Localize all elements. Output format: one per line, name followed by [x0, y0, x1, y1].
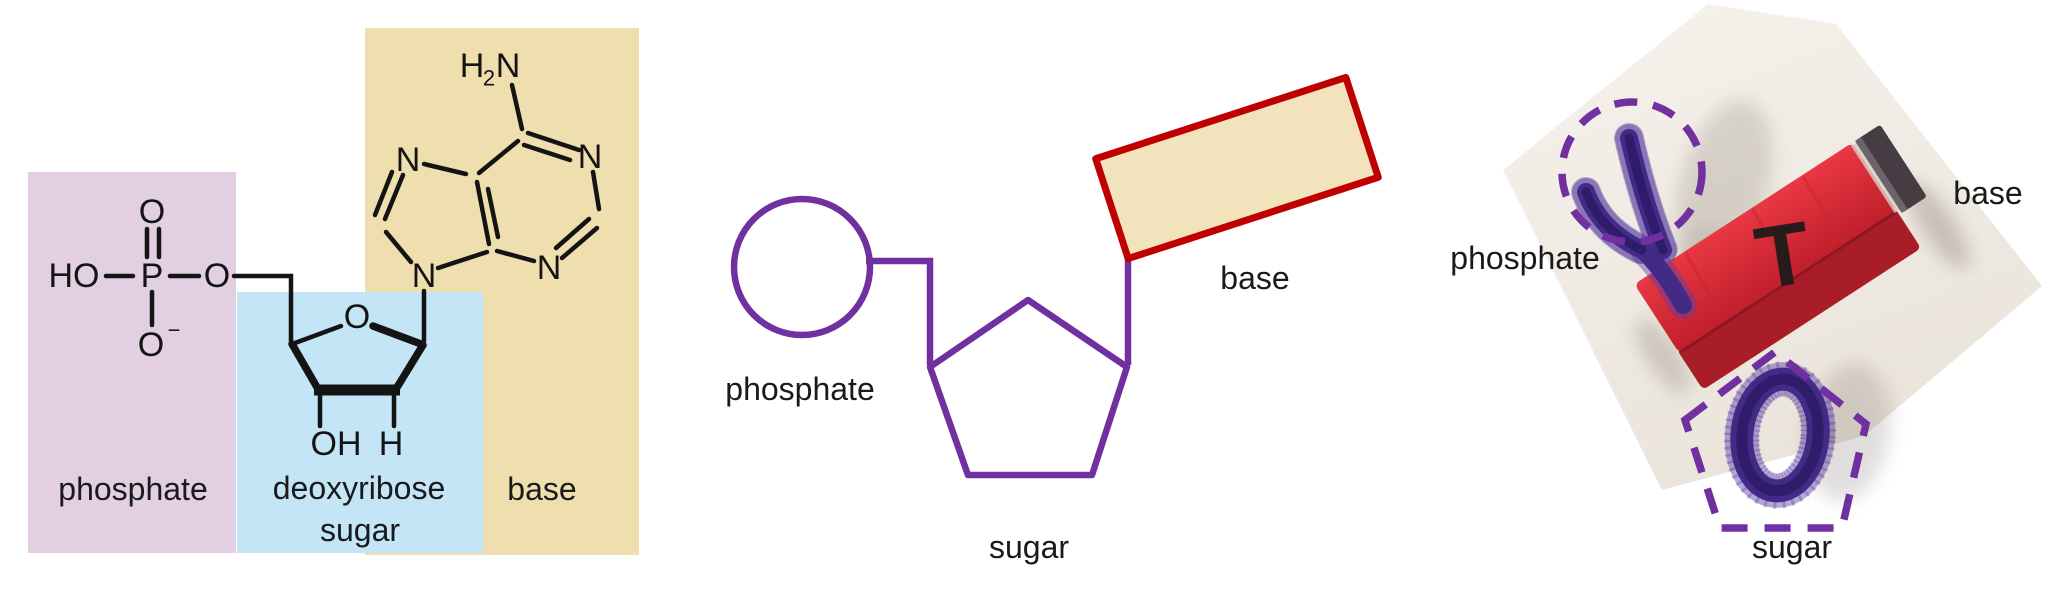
amine-subscript-2: 2 [483, 66, 495, 91]
atom-oxygen-minus: O [138, 326, 164, 364]
base-block-group [1636, 125, 1926, 388]
bond-n9-c4 [435, 249, 490, 271]
bond-ring-right-side [392, 341, 427, 393]
label-photo-sugar: sugar [1752, 529, 1832, 565]
phosphate-circle [730, 195, 874, 339]
label-deoxyribose-line1: deoxyribose [273, 470, 446, 506]
bond-c2-n3-inner [553, 216, 592, 251]
loop-core-layer [1736, 373, 1824, 497]
magnet-end [1856, 125, 1926, 212]
label-base-region: base [507, 471, 576, 507]
sugar-region-fill [237, 292, 483, 553]
atom-oxygen-bridge: O [204, 257, 230, 295]
charge-minus-sign: − [168, 318, 181, 343]
bond-c6-n1 [525, 130, 582, 153]
connector-phosphate-sugar [866, 257, 934, 365]
block-paint-streaks [1684, 176, 1845, 322]
base-rectangle [1092, 73, 1382, 263]
pipecleaner-sugar-loop [1723, 361, 1837, 509]
atom-n3: N [537, 249, 562, 287]
sugar-dashed-pentagon [1680, 347, 1871, 532]
panel-chemical-structure: O HO P O O − O OH H H [28, 28, 639, 555]
atom-n1: N [578, 138, 603, 176]
magnet-highlight [1854, 137, 1908, 214]
amine-h: H [460, 47, 485, 85]
bond-c5-c6 [476, 138, 521, 176]
atom-n9: N [412, 257, 437, 295]
atom-ring-oxygen: O [344, 298, 370, 336]
phosphate-region-fill [28, 172, 236, 553]
bond-c4-c5-inner [485, 186, 501, 240]
adenine-base: H 2 N N N N N [372, 47, 603, 344]
bond-amine-c6 [509, 82, 525, 132]
atom-oxygen-top: O [139, 193, 165, 231]
atom-n7: N [396, 141, 421, 179]
strand-join [1636, 243, 1692, 314]
bond-ring-o-left [292, 323, 344, 346]
deoxyribose-ring: O OH H [288, 298, 427, 463]
amine-n: N [496, 47, 521, 85]
label-deoxyribose-line2: sugar [320, 512, 400, 548]
atom-phosphorus: P [141, 257, 164, 295]
magnet-shadow [1906, 180, 1970, 270]
bond-o-c5-linkage [231, 273, 294, 344]
label-phosphate-region: phosphate [58, 471, 207, 507]
sugar-pentagon [926, 296, 1131, 479]
bond-n3-c4 [494, 248, 537, 264]
bond-c5-n7 [421, 161, 469, 177]
bond-n7-c8-inner [372, 169, 395, 218]
phosphate-group: O HO P O O − [49, 193, 294, 364]
bond-c6-n1-inner [521, 142, 573, 163]
prong-left-core [1581, 187, 1647, 255]
label-schematic-phosphate: phosphate [725, 371, 874, 407]
label-schematic-sugar: sugar [989, 529, 1069, 565]
bond-ring-o-right [369, 322, 425, 348]
block-top-face [1636, 144, 1895, 351]
bond-c8-n9 [383, 229, 414, 265]
bond-n1-c2 [590, 169, 602, 212]
bond-c2-n3 [559, 225, 600, 261]
block-magnet-gap [1851, 142, 1900, 213]
atom-hydroxyl-ho: HO [49, 257, 100, 295]
block-side-face [1678, 209, 1920, 388]
label-photo-phosphate: phosphate [1450, 240, 1599, 276]
label-photo-base: base [1953, 175, 2022, 211]
block-shadow [1635, 318, 1691, 394]
base-rectangle-group [1092, 73, 1382, 263]
phosphate-dashed-circle [1558, 98, 1706, 246]
atom-oh: OH [311, 425, 362, 463]
atom-h: H [379, 425, 404, 463]
label-schematic-base: base [1220, 260, 1289, 296]
block-edge-line [1679, 211, 1897, 354]
bond-n7-c8 [382, 172, 406, 222]
bond-ring-left-side [288, 340, 322, 393]
panel-photo-model: T phosphate base sugar [1450, 4, 2042, 565]
bond-c4-c5 [474, 179, 492, 247]
panel-schematic: phosphate sugar base [725, 73, 1382, 565]
